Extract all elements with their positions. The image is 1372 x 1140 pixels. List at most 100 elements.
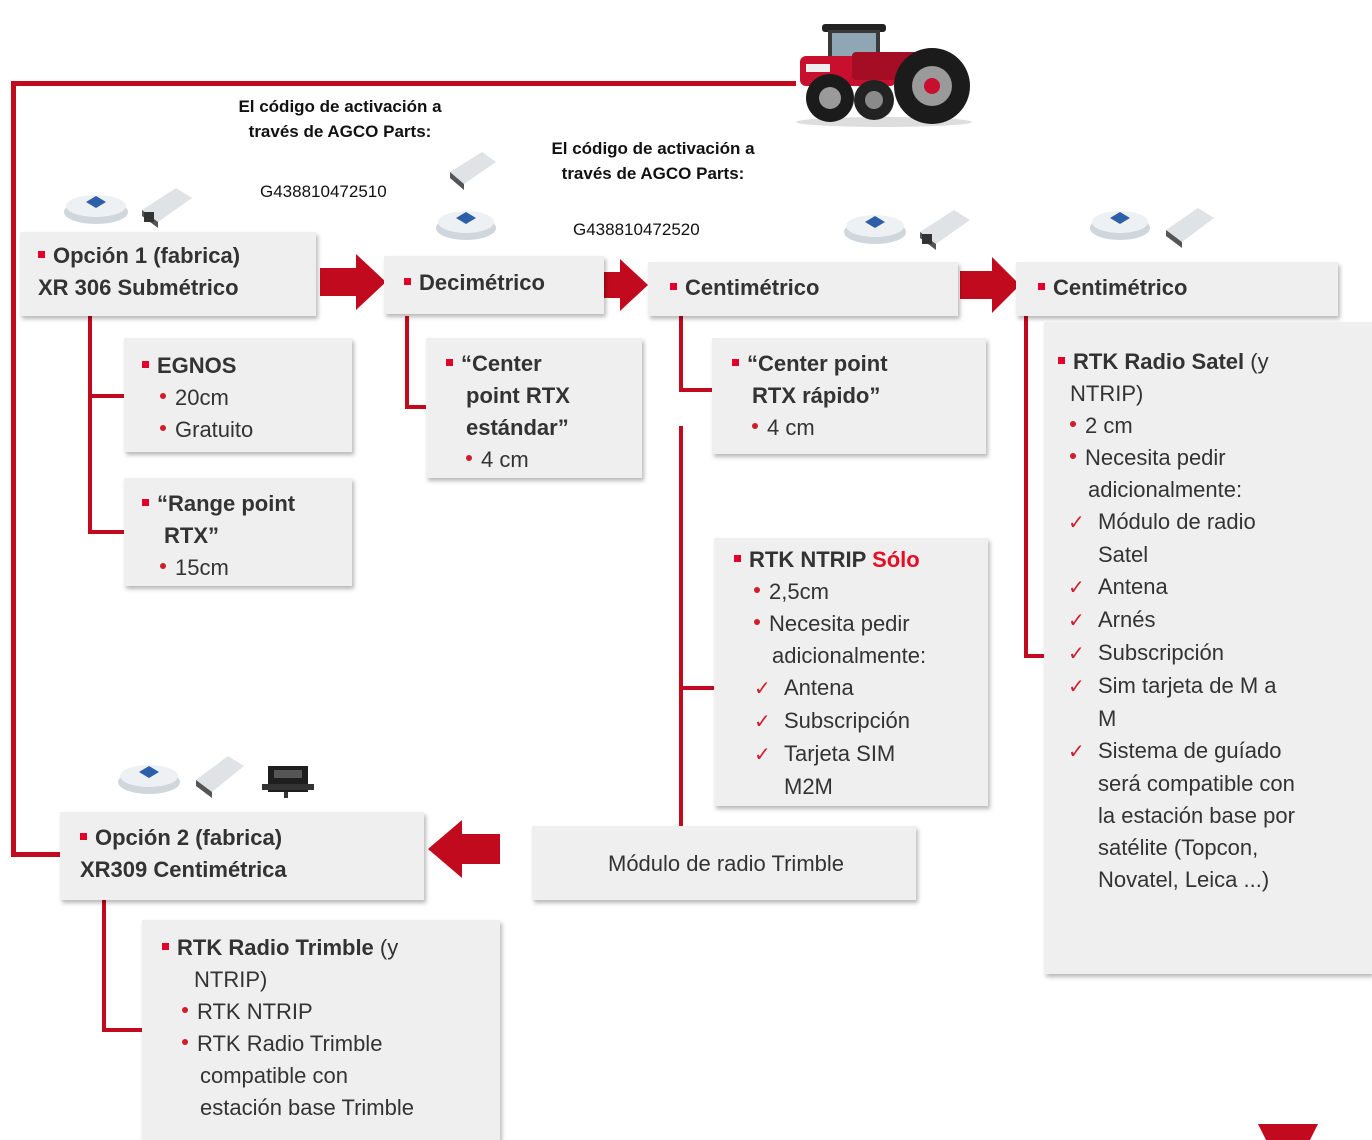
range-line2: RTX” [164, 523, 219, 548]
top-connector [11, 81, 796, 86]
center-fast-line1: “Center point [747, 351, 888, 376]
trimble-item: compatible con [200, 1063, 348, 1088]
check-icon: ✓ [1068, 610, 1085, 632]
centimetrico2-title: Centimétrico [1053, 275, 1188, 300]
radio-module-label: Módulo de radio Trimble [608, 851, 845, 876]
center-fast-item: 4 cm [767, 415, 815, 440]
ntrip-check: Tarjeta SIM [784, 741, 896, 766]
ntrip-item: 2,5cm [769, 579, 829, 604]
arrow-left-icon [428, 820, 500, 878]
centimetrico1-box: Centimétrico [648, 262, 958, 316]
satel-title-suffix: (y [1250, 349, 1269, 374]
ntrip-branch [679, 686, 715, 690]
satel-check: Sistema de guíado [1098, 738, 1282, 763]
opcion2-connector [11, 852, 61, 857]
satel-title: RTK Radio Satel [1073, 349, 1245, 374]
decimetrico-title: Decimétrico [419, 270, 545, 295]
centimetrico2-tree-vertical [1024, 316, 1028, 658]
center-std-item: 4 cm [481, 447, 529, 472]
controller-module-icon [142, 188, 192, 228]
check-icon: ✓ [1068, 741, 1085, 763]
gps-receiver-icon [844, 215, 906, 244]
ntrip-item: Necesita pedir [769, 611, 910, 636]
satel-check: M [1098, 706, 1117, 731]
opcion2-line2: XR309 Centimétrica [80, 857, 287, 882]
opcion2-box: Opción 2 (fabrica) XR309 Centimétrica [60, 812, 424, 900]
check-icon: ✓ [754, 711, 771, 733]
check-icon: ✓ [754, 744, 771, 766]
gps-receiver-icon [1090, 211, 1150, 240]
range-item: 15cm [175, 555, 229, 580]
opcion2-tree-vertical [102, 874, 106, 1032]
arrow-right-icon [320, 254, 386, 310]
centimetrico1-tree-vertical [679, 316, 683, 392]
center-std-box: “Center point RTX estándar” 4 cm [426, 338, 642, 478]
egnos-item: 20cm [175, 385, 229, 410]
controller-module-icon [196, 756, 244, 798]
opcion1-tree-vertical [88, 316, 92, 534]
radio-module-icon [262, 766, 314, 798]
check-icon: ✓ [1068, 643, 1085, 665]
activation-code-left: G438810472510 [260, 182, 387, 201]
trimble-item: estación base Trimble [200, 1095, 414, 1120]
satel-branch [1024, 654, 1046, 658]
ntrip-title-red: Sólo [872, 547, 920, 572]
centimetrico2-box: Centimétrico [1016, 262, 1338, 316]
arrow-right-icon [960, 257, 1020, 313]
satel-check: Satel [1098, 542, 1149, 567]
activation-code-right: G438810472520 [573, 220, 700, 239]
activation-title: El código de activación a través de AGCO… [238, 97, 442, 141]
ntrip-check: M2M [784, 774, 833, 799]
satel-item: adicionalmente: [1088, 477, 1243, 502]
center-fast-line2: RTX rápido” [752, 383, 881, 408]
range-box: “Range point RTX” 15cm [124, 478, 352, 586]
center-std-line1: “Center [461, 351, 542, 376]
center-fast-box: “Center point RTX rápido” 4 cm [712, 338, 986, 454]
radio-module-box: Módulo de radio Trimble [532, 826, 916, 900]
satel-check: la estación base por [1098, 803, 1295, 828]
controller-module-icon [920, 210, 970, 250]
satel-title-line2: NTRIP) [1070, 381, 1144, 406]
controller-module-icon [1166, 208, 1214, 248]
gps-receiver-icon [64, 195, 128, 224]
opcion1-line1: Opción 1 (fabrica) [53, 243, 241, 268]
trimble-title-suffix: (y [379, 935, 399, 960]
logo-corner-icon [1258, 1124, 1318, 1140]
trimble-item: RTK Radio Trimble [197, 1031, 383, 1056]
ntrip-check: Subscripción [784, 708, 910, 733]
center-std-line2: point RTX [466, 383, 570, 408]
satel-check: Novatel, Leica ...) [1098, 867, 1270, 892]
opcion2-line1: Opción 2 (fabrica) [95, 825, 283, 850]
ntrip-box: RTK NTRIP Sólo 2,5cm Necesita pedir adic… [714, 538, 988, 806]
trimble-branch [102, 1028, 142, 1032]
check-icon: ✓ [1068, 577, 1085, 599]
range-line1: “Range point [157, 491, 296, 516]
opcion1-box: Opción 1 (fabrica) XR 306 Submétrico [20, 232, 316, 316]
egnos-item: Gratuito [175, 417, 254, 442]
centimetrico1-title: Centimétrico [685, 275, 820, 300]
activation-title: El código de activación a través de AGCO… [551, 139, 755, 183]
decimetrico-box: Decimétrico [384, 256, 604, 314]
center-fast-branch [679, 388, 713, 392]
center-std-branch [405, 405, 427, 409]
egnos-title: EGNOS [157, 353, 237, 378]
satel-check: Antena [1098, 574, 1168, 599]
opcion1-line2: XR 306 Submétrico [38, 275, 239, 300]
satel-check: satélite (Topcon, [1098, 835, 1259, 860]
satel-check: Subscripción [1098, 640, 1224, 665]
range-branch [88, 530, 124, 534]
ntrip-tree-vertical [679, 426, 683, 826]
ntrip-title: RTK NTRIP [749, 547, 866, 572]
egnos-box: EGNOS 20cm Gratuito [124, 338, 352, 452]
tractor-image [796, 24, 972, 127]
activation-note-right: El código de activación a través de AGCO… [530, 136, 776, 186]
gps-receiver-icon [118, 765, 180, 794]
check-icon: ✓ [754, 678, 771, 700]
trimble-box: RTK Radio Trimble (y NTRIP) RTK NTRIP RT… [142, 920, 500, 1140]
ntrip-check: Antena [784, 675, 854, 700]
activation-note-left: El código de activación a través de AGCO… [222, 94, 458, 144]
left-vertical-connector [11, 81, 16, 857]
satel-item: Necesita pedir [1085, 445, 1226, 470]
egnos-branch [88, 394, 124, 398]
satel-check: Sim tarjeta de M a [1098, 673, 1277, 698]
